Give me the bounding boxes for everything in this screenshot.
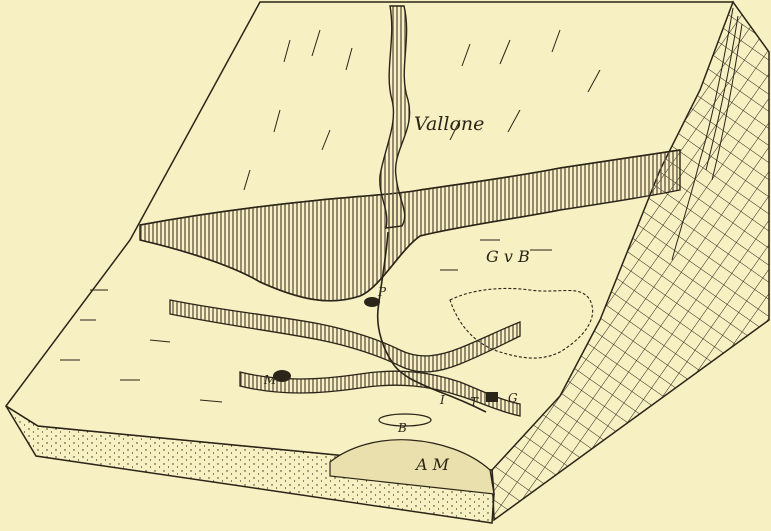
label-gvb: G v B [486, 247, 530, 266]
label-i: I [439, 393, 445, 407]
label-t: T [470, 395, 479, 409]
label-m-left: M [263, 373, 277, 387]
label-g: G [508, 391, 518, 405]
label-vallone: Vallone [414, 113, 484, 135]
g-feature [486, 392, 498, 402]
label-am: A M [414, 455, 450, 474]
label-p: P [377, 285, 387, 299]
label-b: B [397, 421, 407, 435]
